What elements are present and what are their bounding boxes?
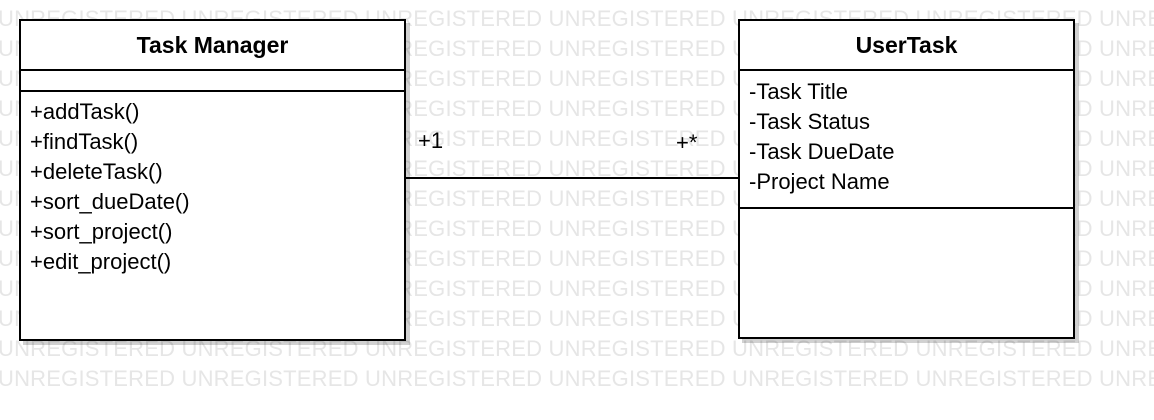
operation-item: +findTask() (30, 129, 139, 154)
association-line[interactable] (406, 177, 738, 179)
attribute-item: -Project Name (749, 169, 890, 194)
operations-compartment: +addTask() +findTask() +deleteTask() +so… (21, 92, 404, 277)
class-box-user-task[interactable]: UserTask -Task Title -Task Status -Task … (738, 19, 1075, 339)
operation-item: +sort_dueDate() (30, 189, 190, 214)
class-box-task-manager[interactable]: Task Manager +addTask() +findTask() +del… (19, 19, 406, 341)
class-name: Task Manager (21, 21, 404, 71)
operation-item: +sort_project() (30, 219, 173, 244)
attribute-item: -Task DueDate (749, 139, 895, 164)
operation-item: +addTask() (30, 99, 140, 124)
attributes-compartment: -Task Title -Task Status -Task DueDate -… (740, 71, 1073, 209)
multiplicity-left: +1 (418, 128, 444, 153)
attribute-item: -Task Title (749, 79, 849, 104)
operation-item: +edit_project() (30, 249, 172, 274)
multiplicity-right: +* (676, 130, 698, 155)
watermark-row: UNREGISTERED UNREGISTERED UNREGISTERED U… (0, 336, 1154, 361)
operation-item: +deleteTask() (30, 159, 163, 184)
attribute-item: -Task Status (749, 109, 871, 134)
class-name: UserTask (740, 21, 1073, 71)
watermark-row: UNREGISTERED UNREGISTERED UNREGISTERED U… (0, 366, 1154, 391)
attributes-compartment (21, 71, 404, 92)
